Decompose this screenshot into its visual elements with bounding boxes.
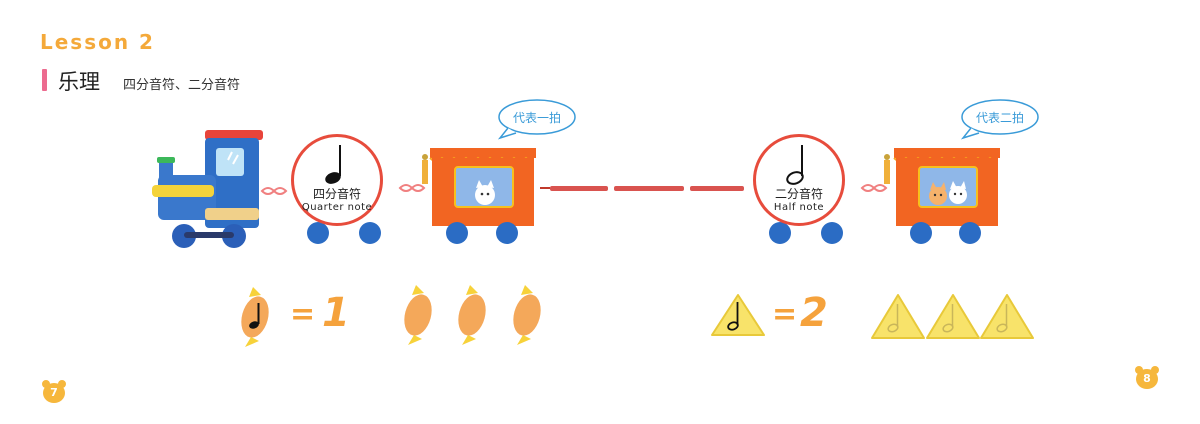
bear-ear-icon: [1151, 366, 1159, 374]
page-number-left: 7: [42, 380, 66, 403]
bear-ear-icon: [58, 380, 66, 388]
bear-ear-icon: [1135, 366, 1143, 374]
quarter-note-icon: [325, 145, 341, 184]
page-number-right: 8: [1135, 366, 1159, 389]
bubble-quarter-text: 代表一拍: [512, 111, 561, 125]
candy-icon: [458, 285, 486, 345]
wagon-quarter: [422, 148, 550, 244]
page-number-left-text: 7: [50, 386, 58, 399]
page-title: 乐理: [58, 70, 100, 94]
wagon-half: [884, 148, 1000, 244]
train-engine-icon: [152, 130, 263, 248]
cheese-icon-main: [711, 294, 765, 336]
half-note-icon: [786, 145, 804, 185]
candy-icon-main: [241, 287, 269, 347]
bear-ear-icon: [42, 380, 50, 388]
quarter-note-circle: 四分音符 Quarter note: [291, 134, 383, 226]
cheese-icon: [871, 294, 925, 339]
page-number-right-text: 8: [1143, 372, 1151, 385]
half-beat-count: 2: [800, 290, 828, 336]
bubble-half-shape: [960, 99, 1039, 140]
connecting-rod: [550, 186, 744, 191]
quarter-note-en: Quarter note: [301, 202, 373, 213]
cheese-icon: [926, 294, 980, 339]
title-accent-bar: [42, 69, 47, 91]
quarter-note-cn: 四分音符: [312, 187, 361, 201]
half-note-cn: 二分音符: [774, 187, 823, 201]
cheese-icon: [980, 294, 1034, 339]
half-note-en: Half note: [773, 202, 825, 213]
half-equals-sign: =: [772, 297, 798, 332]
candy-icon: [404, 285, 432, 345]
candy-icon: [513, 285, 541, 345]
half-note-circle: 二分音符 Half note: [753, 134, 845, 226]
quarter-equals-sign: =: [290, 297, 316, 332]
lesson-label: Lesson 2: [40, 30, 155, 54]
bubble-half-text: 代表二拍: [975, 111, 1024, 125]
page-subtitle: 四分音符、二分音符: [123, 78, 241, 93]
quarter-beat-count: 1: [322, 290, 350, 336]
bubble-quarter-shape: [497, 99, 576, 140]
